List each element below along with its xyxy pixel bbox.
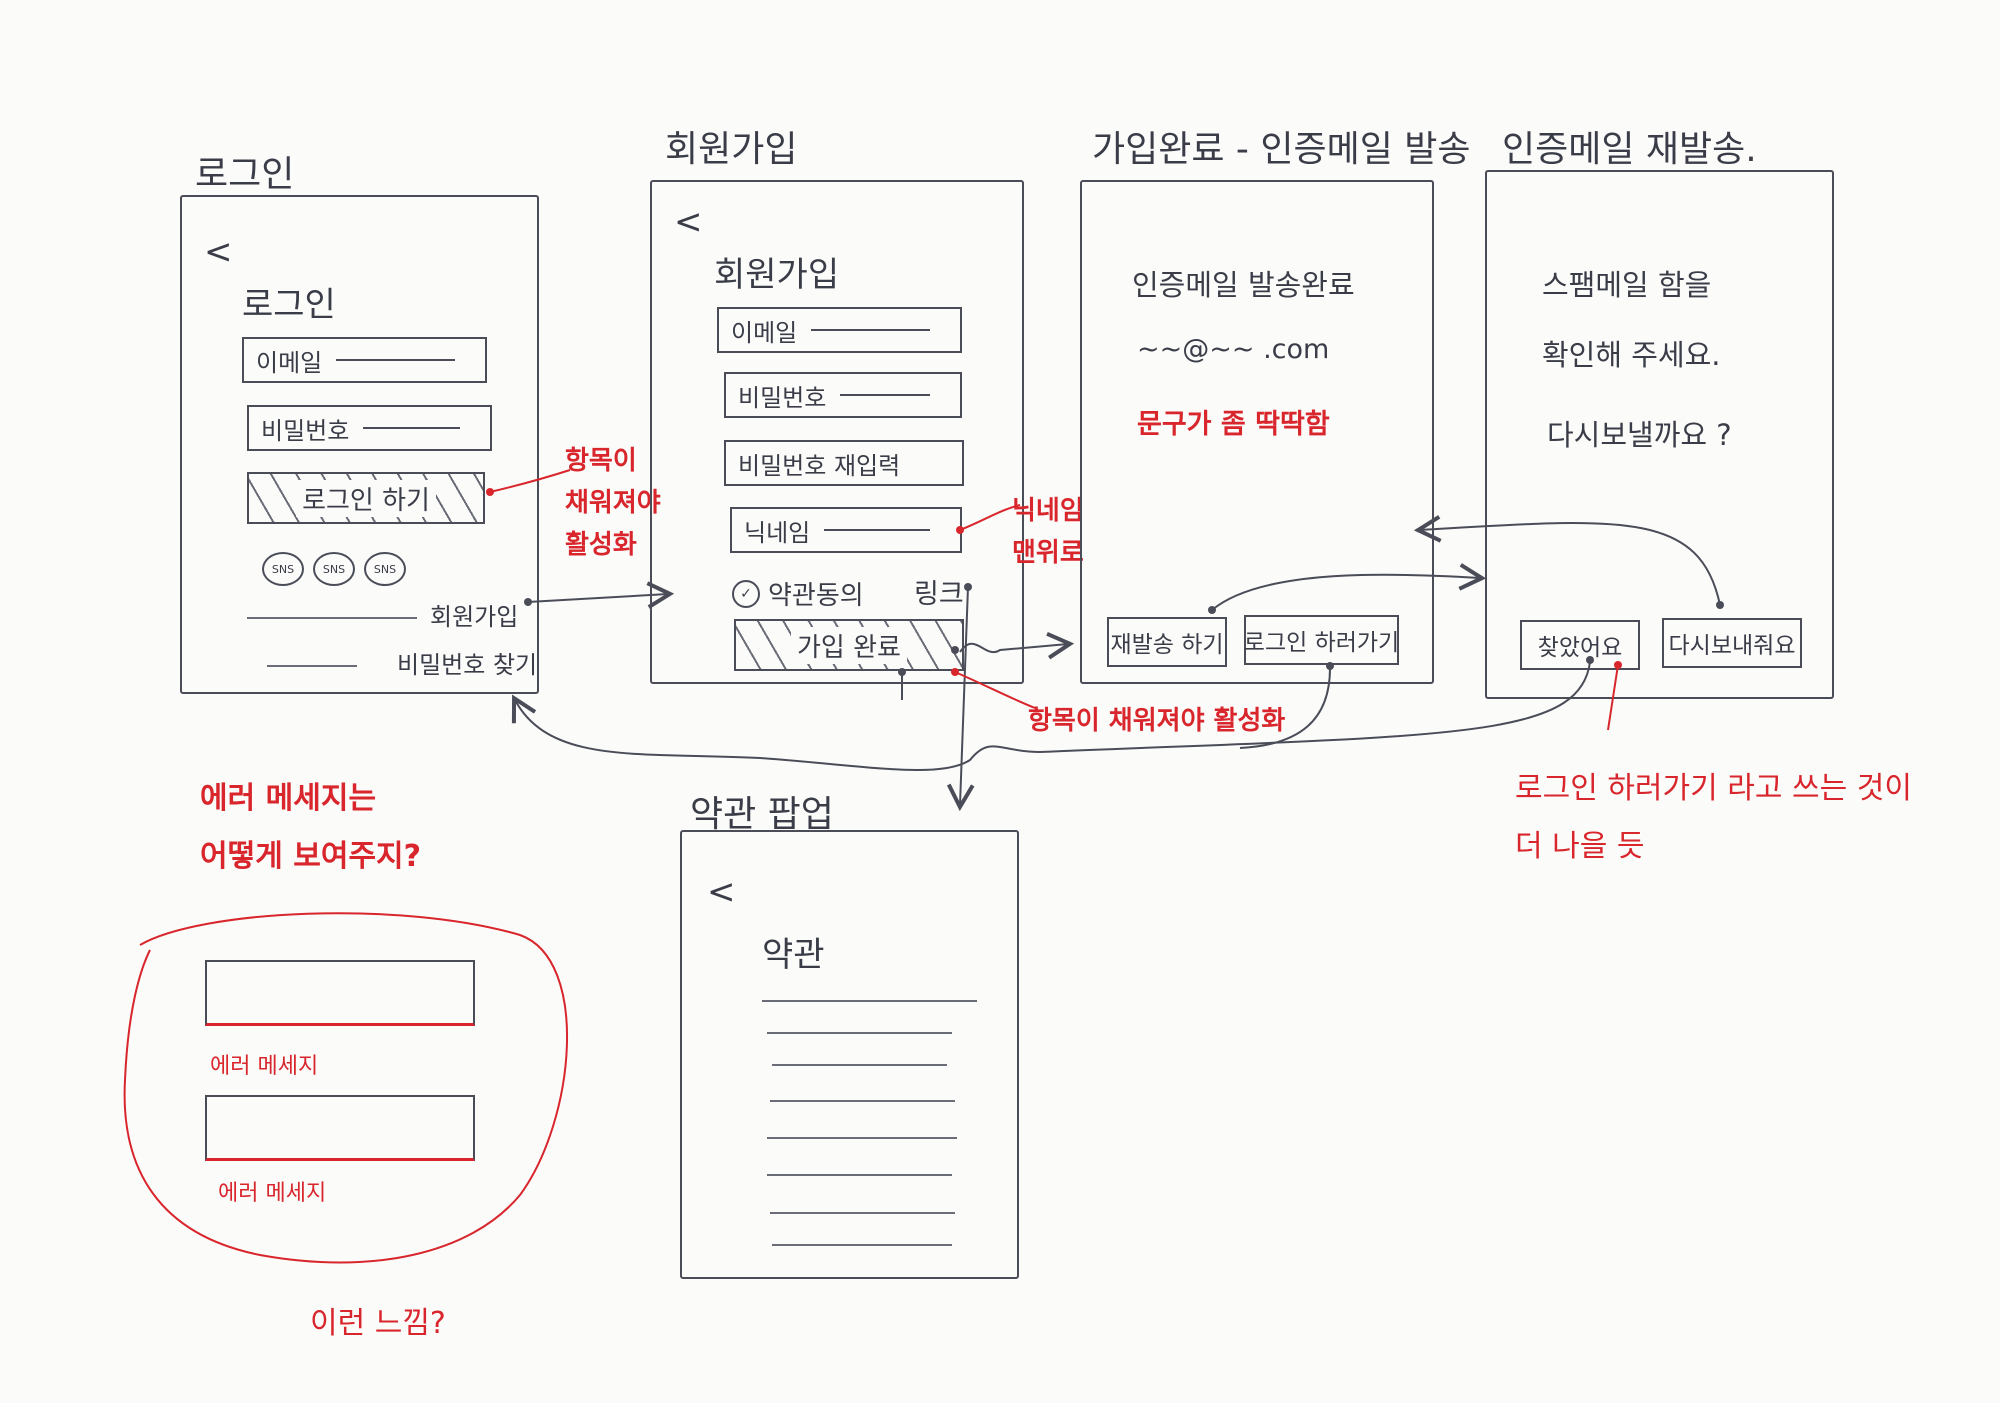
password-confirm-field-label: 비밀번호 재입력 [738, 451, 901, 480]
note-line: 활성화 [565, 530, 637, 560]
go-login-button[interactable]: 로그인 하러가기 [1244, 615, 1399, 665]
signup-activation-note: 항목이 채워져야 활성화 [1028, 706, 1286, 736]
terms-text-line [770, 1100, 955, 1102]
spam-check-line-1: 스팸메일 함을 [1542, 268, 1712, 302]
signup-link[interactable]: 회원가입 [430, 603, 519, 631]
signup-complete-screen-frame: 인증메일 발송완료 ~~@~~ .com 문구가 좀 딱딱함 재발송 하기 로그… [1080, 180, 1434, 684]
note-line: 닉네임 [1012, 496, 1084, 526]
wording-note: 문구가 좀 딱딱함 [1137, 409, 1330, 440]
found-button[interactable]: 찾았어요 [1520, 620, 1640, 670]
error-question-note: 에러 메세지는 어떻게 보여주지? [200, 770, 421, 886]
note-line: 더 나을 듯 [1515, 829, 1645, 864]
password-field-label: 비밀번호 [738, 383, 827, 412]
back-icon[interactable]: < [204, 232, 233, 272]
login-heading: 로그인 [242, 285, 336, 325]
divider-line [247, 617, 417, 619]
error-message-2: 에러 메세지 [218, 1181, 327, 1206]
email-field[interactable]: 이메일 [242, 337, 487, 383]
terms-text-line [767, 1137, 957, 1139]
back-icon[interactable]: < [707, 872, 736, 912]
terms-heading: 약관 [762, 935, 825, 975]
note-line: 항목이 [565, 446, 637, 476]
terms-text-line [762, 1000, 977, 1002]
error-example-field-2 [205, 1095, 475, 1161]
terms-agree-label: 약관동의 [768, 581, 864, 611]
resend-question: 다시보낼까요 ? [1547, 418, 1732, 452]
note-line: 맨위로 [1012, 538, 1084, 568]
resend-wording-note: 로그인 하러가기 라고 쓰는 것이 더 나을 듯 [1515, 760, 1912, 876]
signup-submit-label: 가입 완료 [791, 626, 907, 664]
terms-text-line [772, 1064, 947, 1066]
terms-text-line [767, 1174, 952, 1176]
spam-check-line-2: 확인해 주세요. [1542, 338, 1721, 372]
divider-line [267, 665, 357, 667]
nickname-top-note: 닉네임 맨위로 [1012, 490, 1084, 574]
terms-text-line [770, 1212, 955, 1214]
back-icon[interactable]: < [674, 202, 703, 242]
login-button-label: 로그인 하기 [296, 479, 436, 517]
nickname-field-label: 닉네임 [744, 518, 811, 547]
signup-submit-button[interactable]: 가입 완료 [734, 619, 964, 671]
password-field[interactable]: 비밀번호 [724, 372, 962, 418]
check-icon[interactable]: ✓ [732, 579, 760, 608]
error-message-1: 에러 메세지 [210, 1054, 319, 1079]
email-field-label: 이메일 [731, 318, 798, 347]
signup-heading: 회원가입 [714, 255, 840, 295]
nickname-field[interactable]: 닉네임 [730, 507, 962, 553]
send-complete-message: 인증메일 발송완료 [1132, 268, 1355, 302]
error-caption: 이런 느낌? [310, 1306, 446, 1341]
email-field[interactable]: 이메일 [717, 307, 962, 353]
terms-popup-title: 약관 팝업 [690, 794, 834, 835]
sns-buttons: SNS SNS SNS [262, 552, 406, 586]
note-line: 로그인 하러가기 라고 쓰는 것이 [1515, 771, 1912, 806]
note-line: 어떻게 보여주지? [200, 839, 422, 874]
terms-agree-row: ✓ 약관동의 [732, 575, 864, 612]
email-display: ~~@~~ .com [1137, 334, 1330, 365]
password-field-label: 비밀번호 [261, 416, 350, 445]
login-activation-note: 항목이 채워져야 활성화 [565, 440, 661, 566]
terms-link[interactable]: 링크 [914, 579, 964, 610]
signup-complete-screen-title: 가입완료 - 인증메일 발송 [1092, 129, 1471, 170]
sns-button-3[interactable]: SNS [364, 552, 406, 586]
login-screen-title: 로그인 [195, 154, 295, 195]
terms-popup-frame: < 약관 [680, 830, 1019, 1279]
signup-screen-title: 회원가입 [665, 129, 798, 170]
arrow-login-to-signup [527, 594, 668, 602]
sns-button-1[interactable]: SNS [262, 552, 304, 586]
login-button[interactable]: 로그인 하기 [247, 472, 485, 524]
resend-button[interactable]: 재발송 하기 [1107, 617, 1227, 667]
password-confirm-field[interactable]: 비밀번호 재입력 [724, 440, 964, 486]
resend-screen-frame: 스팸메일 함을 확인해 주세요. 다시보낼까요 ? 찾았어요 다시보내줘요 [1485, 170, 1834, 699]
find-password-link[interactable]: 비밀번호 찾기 [397, 651, 538, 679]
note-line: 에러 메세지는 [200, 781, 377, 816]
terms-text-line [767, 1032, 952, 1034]
signup-screen-frame: < 회원가입 이메일 비밀번호 비밀번호 재입력 닉네임 ✓ 약관동의 링크 가… [650, 180, 1024, 684]
sns-button-2[interactable]: SNS [313, 552, 355, 586]
email-field-label: 이메일 [256, 348, 323, 377]
resend-again-button[interactable]: 다시보내줘요 [1662, 618, 1802, 668]
resend-screen-title: 인증메일 재발송. [1502, 129, 1757, 170]
error-example-field-1 [205, 960, 475, 1026]
terms-text-line [772, 1244, 952, 1246]
note-line: 채워져야 [565, 488, 661, 518]
login-screen-frame: < 로그인 이메일 비밀번호 로그인 하기 SNS SNS SNS 회원가입 비… [180, 195, 539, 694]
password-field[interactable]: 비밀번호 [247, 405, 492, 451]
